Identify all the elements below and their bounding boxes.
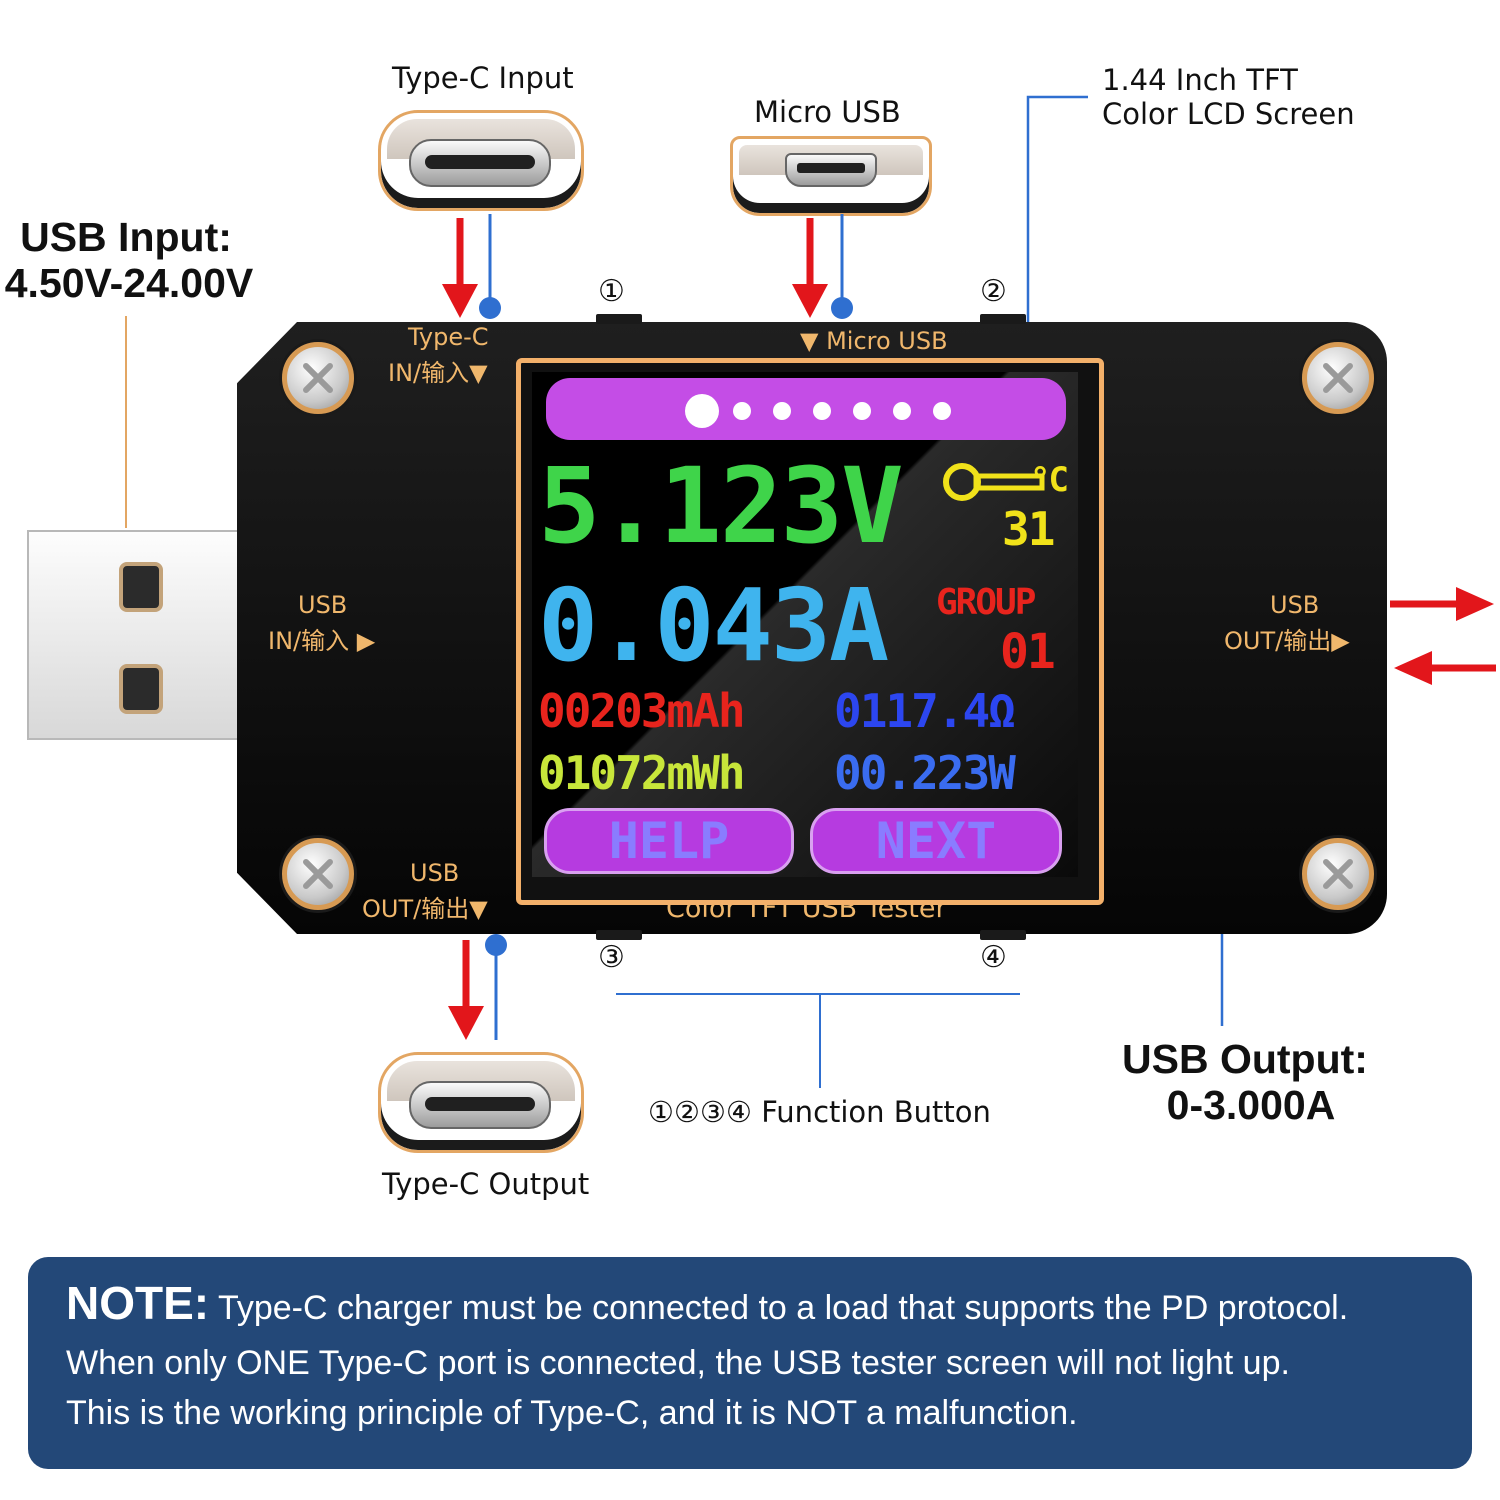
typec-input-label: Type-C Input xyxy=(392,61,574,95)
voltage-readout: 5.123V xyxy=(538,445,904,567)
note-lead: NOTE: xyxy=(66,1277,210,1329)
usb-pin-top xyxy=(119,562,163,612)
note-text-1: Type-C charger must be connected to a lo… xyxy=(217,1289,1349,1327)
dot-indicator-icon xyxy=(685,394,951,428)
energy-readout: 01072mWh xyxy=(538,746,746,800)
lcd-size-label: 1.44 Inch TFT xyxy=(1102,63,1298,97)
thermometer-icon xyxy=(943,463,1045,501)
silk-usb-in-line2: IN/输入 ▶ xyxy=(268,627,376,655)
micro-usb-label: Micro USB xyxy=(754,95,901,129)
usb-input-title: USB Input: xyxy=(20,214,232,260)
lcd-type-label: Color LCD Screen xyxy=(1102,97,1355,131)
typec-input-port-photo xyxy=(378,110,584,211)
screw-top-left xyxy=(282,342,354,414)
usb-output-title: USB Output: xyxy=(1122,1036,1368,1082)
usb-input-range: 4.50V-24.00V xyxy=(4,260,254,306)
resistance-readout: 0117.4Ω xyxy=(834,684,1016,738)
note-line-1: NOTE: Type-C charger must be connected t… xyxy=(66,1280,1349,1328)
usb-output-range: 0-3.000A xyxy=(1166,1082,1336,1128)
screw-cross-icon xyxy=(1323,363,1353,393)
note-box: NOTE: Type-C charger must be connected t… xyxy=(28,1257,1472,1469)
screw-cross-icon xyxy=(303,363,333,393)
silk-usb-out-bottom-line2: OUT/输出▼ xyxy=(362,895,488,923)
lcd-header-bar xyxy=(546,378,1066,440)
screw-bottom-right xyxy=(1302,838,1374,910)
typec-output-label: Type-C Output xyxy=(382,1167,590,1201)
note-line-2: When only ONE Type-C port is connected, … xyxy=(66,1344,1290,1382)
silk-usb-out-bottom-line1: USB xyxy=(410,859,460,887)
group-value: 01 xyxy=(1000,624,1056,680)
power-readout: 00.223W xyxy=(834,746,1016,800)
function-button-1[interactable] xyxy=(596,314,642,324)
screw-cross-icon xyxy=(1323,859,1353,889)
capacity-readout: 00203mAh xyxy=(538,684,746,738)
temperature-unit: °C xyxy=(1030,460,1069,500)
temperature-readout: 31 xyxy=(1002,502,1055,556)
function-button-3[interactable] xyxy=(596,930,642,940)
silk-usb-out-right-line2: OUT/输出▶ xyxy=(1224,627,1350,655)
screw-bottom-left xyxy=(282,838,354,910)
silk-typec-in-line2: IN/输入▼ xyxy=(388,359,488,387)
lcd-screen: 5.123V °C 31 0.043A GROUP 01 00203mAh 01… xyxy=(532,372,1078,877)
typec-output-port-photo xyxy=(378,1052,584,1153)
screw-cross-icon xyxy=(303,859,333,889)
button-2-marker: ② xyxy=(980,274,1007,309)
silk-usb-in-line1: USB xyxy=(298,591,348,619)
button-1-marker: ① xyxy=(598,274,625,309)
button-3-marker: ③ xyxy=(598,940,625,975)
button-4-marker: ④ xyxy=(980,940,1007,975)
group-label: GROUP xyxy=(936,582,1036,623)
current-readout: 0.043A xyxy=(538,567,889,684)
screw-top-right xyxy=(1302,342,1374,414)
silk-typec-in-line1: Type-C xyxy=(408,323,489,351)
function-button-4[interactable] xyxy=(980,930,1026,940)
next-button[interactable]: NEXT xyxy=(810,808,1062,874)
usb-pin-bottom xyxy=(119,664,163,714)
usb-a-plug xyxy=(27,530,243,740)
function-button-caption: ①②③④ Function Button xyxy=(648,1095,991,1129)
silk-micro-usb: ▼ Micro USB xyxy=(800,327,948,355)
silk-usb-out-right-line1: USB xyxy=(1270,591,1320,619)
micro-usb-port-photo xyxy=(730,136,932,216)
note-line-3: This is the working principle of Type-C,… xyxy=(66,1394,1078,1432)
function-button-2[interactable] xyxy=(980,314,1026,324)
help-button[interactable]: HELP xyxy=(544,808,794,874)
